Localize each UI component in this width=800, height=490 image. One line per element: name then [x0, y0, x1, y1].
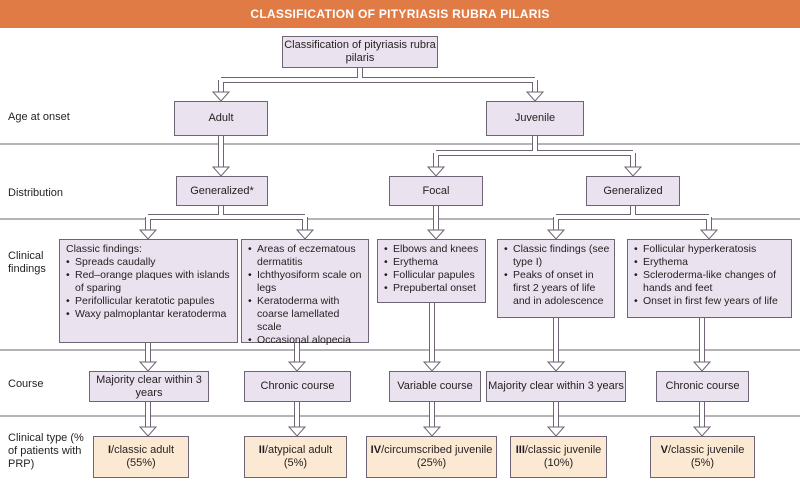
finding-item: Peaks of onset in first 2 years of life … — [504, 269, 610, 308]
arrowhead — [426, 229, 446, 240]
arrowhead — [211, 166, 231, 177]
arrowhead — [422, 426, 442, 437]
finding-item: Spreads caudally — [66, 256, 233, 269]
type-percent: (55%) — [126, 457, 156, 469]
findings-type3-box: Classic findings (see type I) Peaks of o… — [497, 239, 615, 318]
row-label-course: Course — [8, 378, 44, 390]
arrowhead — [699, 229, 719, 240]
type-name: /atypical adult — [264, 444, 333, 456]
arrowhead — [692, 426, 712, 437]
findings-type5-box: Follicular hyperkeratosis Erythema Scler… — [627, 239, 792, 318]
type-numeral: III — [515, 444, 525, 456]
finding-item: Red–orange plaques with islands of spari… — [66, 269, 233, 295]
finding-item: Erythema — [634, 256, 787, 269]
findings-type1-box: Classic findings: Spreads caudally Red–o… — [59, 239, 238, 343]
arrowhead — [525, 91, 545, 102]
type-numeral: II — [258, 444, 265, 456]
arrowhead — [546, 426, 566, 437]
type-percent: (10%) — [543, 457, 574, 469]
row-label-clinical-type: Clinical type (% of patients with PRP) — [8, 432, 84, 470]
type-percent: (25%) — [416, 457, 447, 469]
row-label-clinical-findings: Clinical findings — [8, 250, 46, 275]
arrowhead — [138, 426, 158, 437]
arrowhead — [295, 229, 315, 240]
arrowhead — [287, 426, 307, 437]
age-juvenile-box: Juvenile — [486, 101, 584, 136]
type-percent: (5%) — [690, 457, 715, 469]
findings-type4-box: Elbows and knees Erythema Follicular pap… — [377, 239, 486, 303]
pipe-fill — [146, 206, 307, 230]
finding-item: Classic findings (see type I) — [504, 243, 610, 269]
pipe-fill — [434, 136, 635, 167]
root-box: Classification of pityriasis rubra pilar… — [282, 36, 438, 68]
finding-item: Follicular hyperkeratosis — [634, 243, 787, 256]
finding-item: Ichthyosiform scale on legs — [248, 269, 364, 295]
findings-intro: Classic findings: — [66, 243, 142, 255]
finding-item: Waxy palmoplantar keratoderma — [66, 308, 233, 321]
findings-type2-box: Areas of eczematous dermatitis Ichthyosi… — [241, 239, 369, 347]
finding-item: Perifollicular keratotic papules — [66, 295, 233, 308]
distribution-juvenile-generalized-box: Generalized — [586, 176, 680, 206]
type-name: /classic juvenile — [524, 444, 602, 456]
type2-box: II/atypical adult (5%) — [244, 436, 347, 478]
distribution-adult-generalized-box: Generalized* — [176, 176, 268, 206]
distribution-juvenile-focal-box: Focal — [389, 176, 483, 206]
type-numeral: V — [660, 444, 668, 456]
finding-item: Occasional alopecia — [248, 334, 364, 347]
arrowhead — [287, 361, 307, 372]
finding-item: Areas of eczematous dermatitis — [248, 243, 364, 269]
finding-item: Scleroderma-like changes of hands and fe… — [634, 269, 787, 295]
finding-item: Keratoderma with coarse lamellated scale — [248, 295, 364, 334]
flow-pipes — [138, 68, 719, 437]
type5-box: V/classic juvenile (5%) — [650, 436, 755, 478]
figure-title: CLASSIFICATION OF PITYRIASIS RUBRA PILAR… — [0, 0, 800, 28]
arrowhead — [623, 166, 643, 177]
pipe-fill — [219, 68, 537, 92]
finding-item: Follicular papules — [384, 269, 481, 282]
arrowhead — [138, 361, 158, 372]
age-adult-box: Adult — [174, 101, 268, 136]
finding-item: Onset in first few years of life — [634, 295, 787, 308]
arrowhead — [692, 361, 712, 372]
arrowhead — [546, 229, 566, 240]
arrowhead — [426, 166, 446, 177]
course-type5-box: Chronic course — [656, 371, 749, 402]
arrowhead — [138, 229, 158, 240]
arrowhead — [546, 361, 566, 372]
course-type2-box: Chronic course — [244, 371, 351, 402]
type3-box: III/classic juvenile (10%) — [510, 436, 607, 478]
row-label-distribution: Distribution — [8, 187, 64, 199]
type-numeral: I — [107, 444, 112, 456]
arrowhead — [211, 91, 231, 102]
type4-box: IV/circumscribed juvenile (25%) — [366, 436, 497, 478]
course-type3-box: Majority clear within 3 years — [486, 371, 626, 402]
row-label-age: Age at onset — [8, 111, 70, 123]
type-name: /circumscribed juvenile — [381, 444, 493, 456]
type-percent: (5%) — [283, 457, 308, 469]
finding-item: Elbows and knees — [384, 243, 481, 256]
type1-box: I/classic adult (55%) — [93, 436, 189, 478]
arrowhead — [422, 361, 442, 372]
course-type1-box: Majority clear within 3 years — [89, 371, 209, 402]
finding-item: Erythema — [384, 256, 481, 269]
type-name: /classic juvenile — [667, 444, 745, 456]
course-type4-box: Variable course — [389, 371, 481, 402]
type-numeral: IV — [370, 444, 382, 456]
pipe-fill — [554, 206, 711, 230]
finding-item: Prepubertal onset — [384, 282, 481, 295]
type-name: /classic adult — [111, 444, 175, 456]
